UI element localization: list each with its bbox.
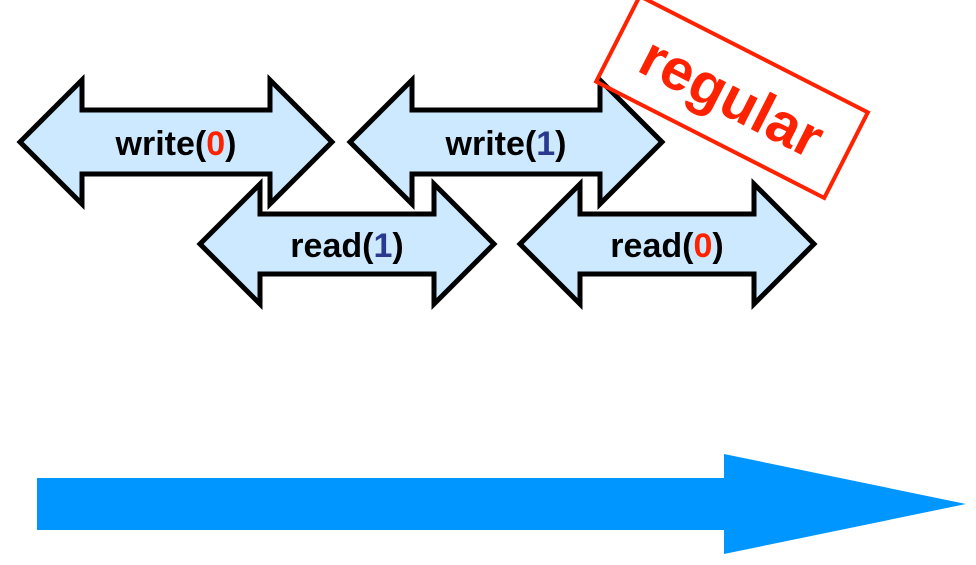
time-arrow xyxy=(37,454,966,554)
read-0-arrow xyxy=(516,177,818,311)
write-1-value: 1 xyxy=(536,125,555,163)
write-0-interval: write(0) xyxy=(16,73,336,211)
write-0-value: 0 xyxy=(206,125,225,163)
write-0-label: write(0) xyxy=(115,125,237,163)
write-1-interval: write(1) xyxy=(346,73,666,211)
stamp-border xyxy=(593,0,871,201)
read-1-interval: read(1) xyxy=(196,177,498,311)
write-0-arrow xyxy=(16,73,336,211)
read-1-value: 1 xyxy=(373,227,392,265)
read-0-label: read(0) xyxy=(610,227,723,265)
read-0-interval: read(0) xyxy=(516,177,818,311)
write-1-arrow xyxy=(346,73,666,211)
read-1-arrow xyxy=(196,177,498,311)
read-0-value: 0 xyxy=(693,227,712,265)
read-1-label: read(1) xyxy=(290,227,403,265)
write-1-label: write(1) xyxy=(445,125,567,163)
